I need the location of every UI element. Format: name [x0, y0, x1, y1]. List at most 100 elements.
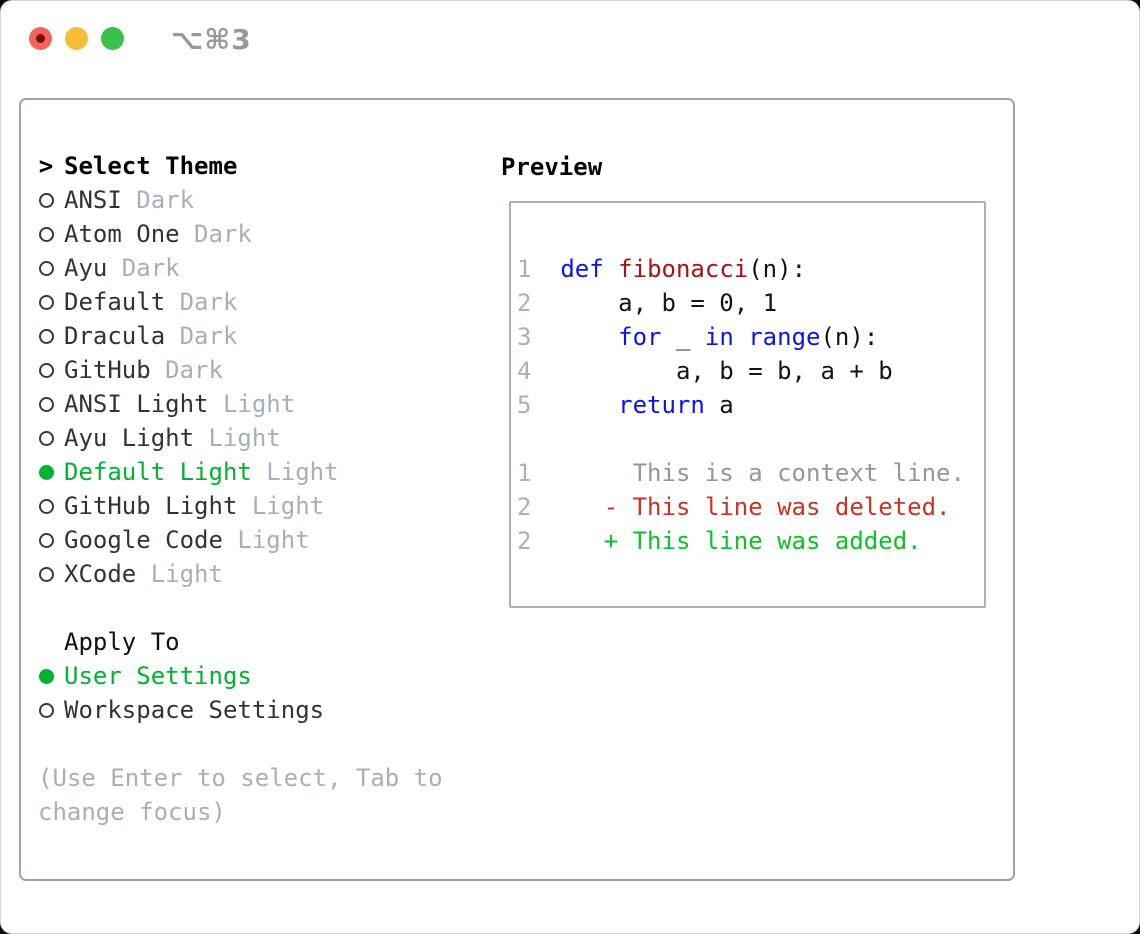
radio-dot — [38, 430, 54, 446]
theme-item-label: Dracula — [64, 322, 166, 350]
radio-unselected-icon — [38, 251, 54, 285]
theme-item-default-light[interactable]: Default Light Light — [38, 455, 464, 489]
code-line-8: 2 - This line was deleted. — [517, 490, 984, 524]
theme-variant-tag: Light — [237, 492, 325, 520]
radio-dot — [38, 532, 54, 548]
code-line-6 — [517, 422, 984, 456]
theme-item-atom-one[interactable]: Atom One Dark — [38, 217, 464, 251]
theme-variant-tag: Dark — [165, 288, 238, 316]
select-theme-title: Select Theme — [64, 152, 238, 180]
code-token-plain: a, b = 0, 1 — [531, 289, 778, 317]
radio-dot — [38, 226, 54, 242]
close-button-icon[interactable] — [29, 27, 52, 50]
code-token-plain — [531, 255, 560, 283]
code-token-plain: (n): — [820, 323, 879, 351]
spacer — [38, 727, 464, 761]
radio-dot — [38, 362, 54, 378]
theme-variant-tag: Light — [222, 526, 310, 554]
radio-dot — [38, 566, 54, 582]
theme-item-label: ANSI — [64, 186, 122, 214]
radio-unselected-icon — [38, 489, 54, 523]
theme-item-dracula[interactable]: Dracula Dark — [38, 319, 464, 353]
spacer — [38, 591, 464, 625]
code-token-kw: for — [618, 323, 662, 351]
code-line-4: 4 a, b = b, a + b — [517, 354, 984, 388]
code-token-num: 4 — [517, 357, 532, 385]
apply-option-user-settings[interactable]: User Settings — [38, 659, 464, 693]
theme-item-ayu-light[interactable]: Ayu Light Light — [38, 421, 464, 455]
code-token-ctx: This is a context line. — [531, 459, 965, 487]
theme-item-label: Default — [64, 288, 166, 316]
apply-option-label: User Settings — [64, 662, 252, 690]
code-token-plain: _ — [661, 323, 705, 351]
apply-to-header: Apply To — [38, 625, 464, 659]
code-line-2: 2 a, b = 0, 1 — [517, 286, 984, 320]
theme-variant-tag: Light — [251, 458, 339, 486]
theme-item-google-code[interactable]: Google Code Light — [38, 523, 464, 557]
minimize-button-icon[interactable] — [65, 27, 88, 50]
code-token-plain — [531, 391, 618, 419]
theme-item-label: GitHub — [64, 356, 151, 384]
radio-dot — [38, 192, 54, 208]
radio-unselected-icon — [38, 421, 54, 455]
radio-dot — [38, 396, 54, 412]
theme-variant-tag: Dark — [179, 220, 252, 248]
theme-variant-tag: Light — [194, 424, 281, 452]
radio-dot — [38, 464, 54, 480]
apply-option-workspace-settings[interactable]: Workspace Settings — [38, 693, 464, 727]
code-token-plain: (n): — [748, 255, 807, 283]
theme-item-github[interactable]: GitHub Dark — [38, 353, 464, 387]
code-token-num: 2 — [517, 289, 532, 317]
code-line-7: 1 This is a context line. — [517, 456, 984, 490]
code-token-kw: def — [560, 255, 604, 283]
radio-selected-icon — [38, 455, 54, 489]
theme-item-label: Atom One — [64, 220, 180, 248]
radio-dot — [38, 498, 54, 514]
theme-item-ansi[interactable]: ANSI Dark — [38, 183, 464, 217]
theme-item-label: Google Code — [64, 526, 223, 554]
code-token-num: 1 — [517, 459, 532, 487]
theme-item-label: ANSI Light — [64, 390, 209, 418]
code-token-num: 2 — [517, 527, 532, 555]
code-token-plain — [531, 493, 603, 521]
titlebar: ⌥⌘3 — [1, 1, 1139, 81]
code-token-plain — [734, 323, 748, 351]
code-token-plain — [604, 255, 618, 283]
theme-item-label: Ayu Light — [64, 424, 195, 452]
code-token-del: - This line was deleted. — [603, 493, 951, 521]
code-token-plain: a, b = b, a + b — [531, 357, 893, 385]
theme-item-ayu[interactable]: Ayu Dark — [38, 251, 464, 285]
theme-item-xcode[interactable]: XCode Light — [38, 557, 464, 591]
radio-selected-icon — [38, 659, 54, 693]
theme-variant-tag: Dark — [121, 186, 195, 214]
theme-item-ansi-light[interactable]: ANSI Light Light — [38, 387, 464, 421]
theme-item-label: XCode — [64, 560, 137, 588]
code-line-3: 3 for _ in range(n): — [517, 320, 984, 354]
select-theme-header: > Select Theme — [38, 149, 464, 183]
apply-to-title: Apply To — [64, 628, 180, 656]
code-token-plain: a — [704, 391, 734, 419]
focus-pointer-icon: > — [38, 152, 54, 180]
radio-dot — [38, 668, 54, 684]
theme-item-default[interactable]: Default Dark — [38, 285, 464, 319]
theme-variant-tag: Dark — [107, 254, 180, 282]
radio-unselected-icon — [38, 319, 54, 353]
code-token-kw: return — [618, 391, 705, 419]
theme-variant-tag: Light — [208, 390, 296, 418]
code-token-num: 3 — [517, 323, 532, 351]
apply-option-label: Workspace Settings — [64, 696, 325, 724]
radio-unselected-icon — [38, 557, 54, 591]
zoom-button-icon[interactable] — [101, 27, 124, 50]
radio-unselected-icon — [38, 217, 54, 251]
radio-unselected-icon — [38, 183, 54, 217]
radio-unselected-icon — [38, 353, 54, 387]
code-line-9: 2 + This line was added. — [517, 524, 984, 558]
theme-item-label: GitHub Light — [64, 492, 238, 520]
theme-item-github-light[interactable]: GitHub Light Light — [38, 489, 464, 523]
radio-unselected-icon — [38, 523, 54, 557]
theme-item-label: Ayu — [64, 254, 108, 282]
